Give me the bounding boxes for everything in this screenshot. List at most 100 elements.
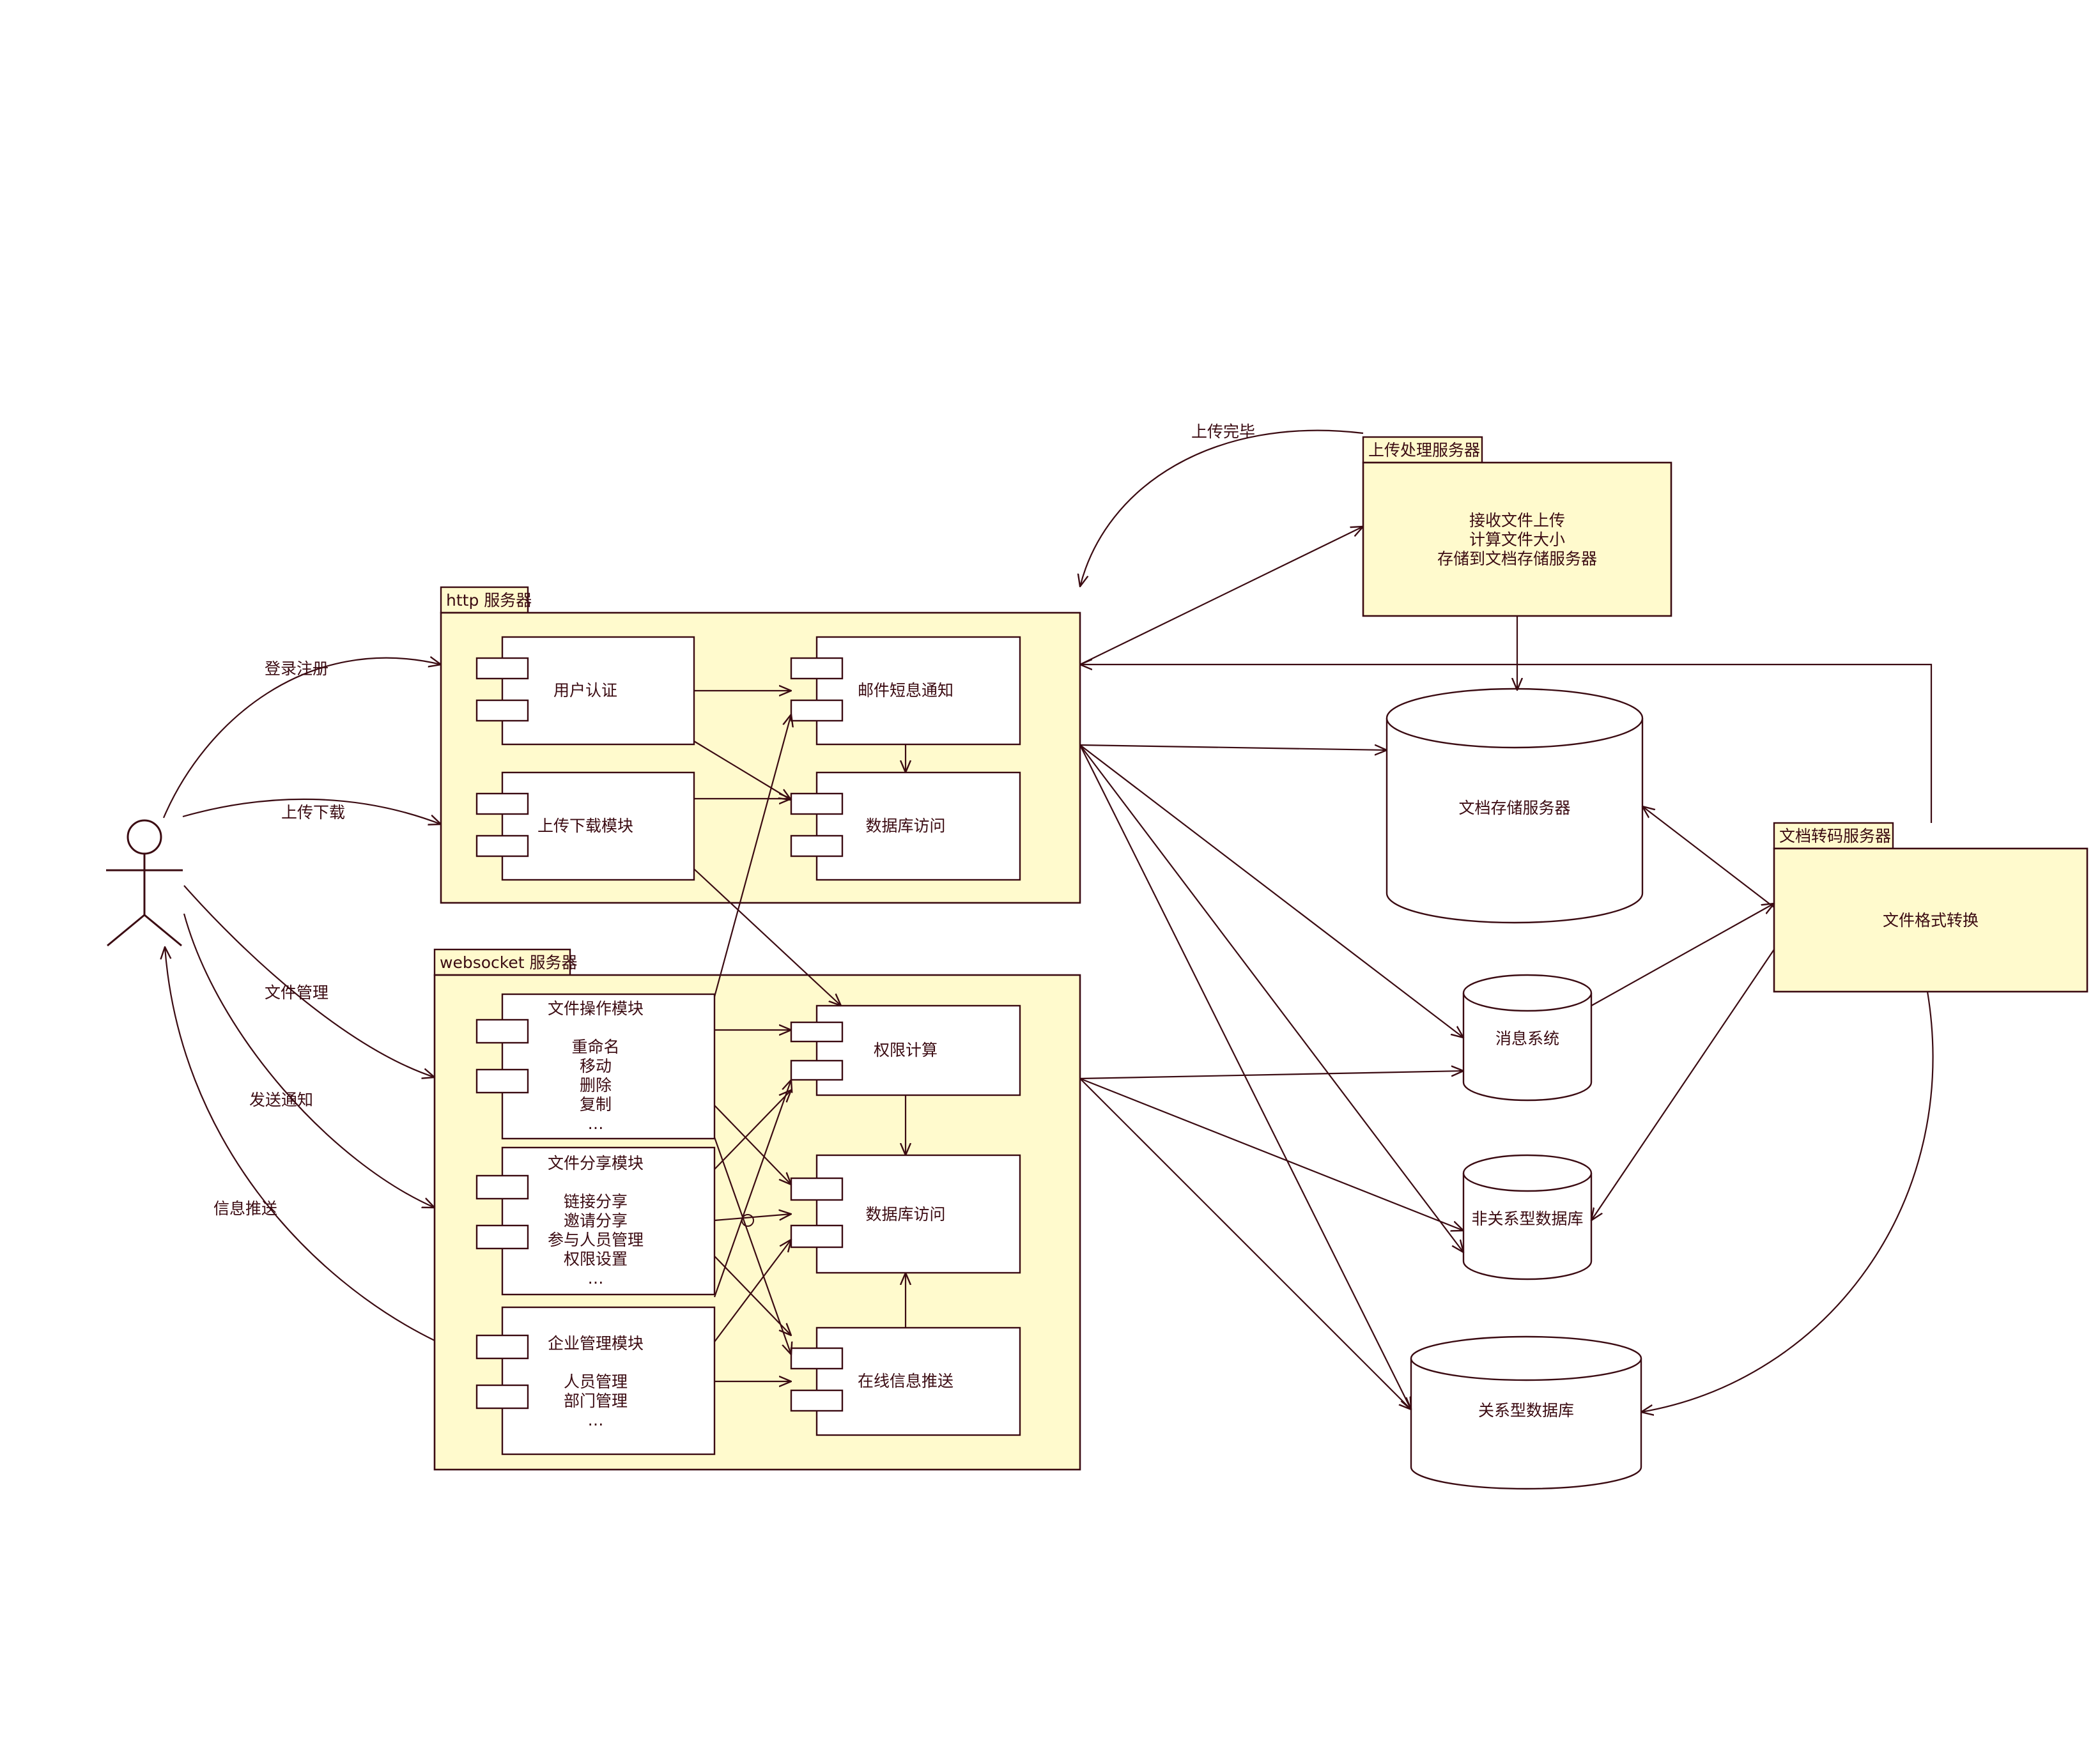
component-label: 企业管理模块 <box>548 1334 644 1353</box>
component-port <box>790 657 844 680</box>
db-label: 非关系型数据库 <box>1471 1210 1583 1228</box>
upload-server-box <box>1362 461 1672 617</box>
edge-ent-perm <box>713 1080 791 1298</box>
component-port <box>790 792 844 815</box>
component-port <box>475 1384 529 1410</box>
component-port <box>475 792 529 815</box>
component-file-ops[interactable]: 文件操作模块 重命名 移动 删除 复制 … <box>475 993 716 1140</box>
component-port <box>790 1389 844 1412</box>
edge-share-perm <box>714 1090 791 1170</box>
component-box <box>815 1326 1021 1436</box>
edge-updown <box>182 798 441 824</box>
component-online-push[interactable]: 在线信息推送 <box>790 1326 1021 1436</box>
component-box <box>501 636 695 746</box>
db-message-system[interactable]: 消息系统 <box>1462 974 1593 1102</box>
edge-transcode-nosql <box>1591 949 1775 1220</box>
actor-leg-left <box>107 914 145 947</box>
component-box <box>501 771 695 881</box>
upload-server-line-1: 接收文件上传 <box>1469 511 1565 530</box>
component-user-auth[interactable]: 用户认证 <box>475 636 695 746</box>
edge-updown-perm <box>693 868 841 1006</box>
component-detail: 权限设置 <box>564 1250 628 1268</box>
websocket-server-title: websocket 服务器 <box>440 953 577 972</box>
edge-fileops-push <box>713 1137 791 1355</box>
db-nosql[interactable]: 非关系型数据库 <box>1462 1154 1593 1280</box>
edge-junction <box>741 1214 754 1227</box>
edge-ws-relational <box>1079 1078 1411 1410</box>
db-label: 文档存储服务器 <box>1458 799 1570 817</box>
edge-label-upload-done: 上传完毕 <box>1191 422 1255 441</box>
component-label: 邮件短息通知 <box>858 681 953 700</box>
edge-share-push <box>714 1256 791 1335</box>
component-box <box>815 771 1021 881</box>
edge-label-updown: 上传下载 <box>281 803 345 822</box>
edge-auth-db <box>693 741 791 800</box>
db-label: 关系型数据库 <box>1478 1401 1574 1420</box>
transcode-server-line-1: 文件格式转换 <box>1883 911 1979 930</box>
db-doc-storage[interactable]: 文档存储服务器 <box>1386 688 1644 924</box>
component-detail: 链接分享 <box>564 1192 628 1211</box>
component-detail: … <box>588 1114 604 1133</box>
component-db-access-http[interactable]: 数据库访问 <box>790 771 1021 881</box>
upload-server-container[interactable]: 上传处理服务器 接收文件上传 计算文件大小 存储到文档存储服务器 <box>1362 436 1672 617</box>
edge-info-push <box>165 947 435 1341</box>
component-label: 在线信息推送 <box>858 1372 953 1390</box>
edge-ws-nosql <box>1079 1077 1463 1231</box>
component-mail-sms[interactable]: 邮件短息通知 <box>790 636 1021 746</box>
component-port <box>790 1224 844 1249</box>
edge-http-relational <box>1079 744 1411 1410</box>
cylinder-body <box>1386 718 1644 924</box>
cylinder-body <box>1462 1173 1593 1280</box>
edge-ws-message <box>1079 1071 1463 1080</box>
edge-upload-done <box>1080 429 1364 587</box>
component-port <box>790 1021 844 1043</box>
component-box <box>501 1146 716 1296</box>
edge-label-info-push: 信息推送 <box>213 1199 277 1218</box>
db-label: 消息系统 <box>1495 1029 1559 1048</box>
websocket-server-tab <box>433 948 571 976</box>
component-detail: 人员管理 <box>564 1372 628 1391</box>
component-detail: 复制 <box>580 1095 612 1114</box>
component-detail: 删除 <box>580 1076 612 1095</box>
component-port <box>475 657 529 680</box>
component-port <box>475 699 529 722</box>
db-relational[interactable]: 关系型数据库 <box>1410 1335 1642 1490</box>
cylinder-top <box>1462 1154 1593 1192</box>
edge-send-notify <box>183 913 435 1208</box>
component-file-share[interactable]: 文件分享模块 链接分享 邀请分享 参与人员管理 权限设置 … <box>475 1146 716 1296</box>
component-box <box>815 1154 1021 1274</box>
component-permission-calc[interactable]: 权限计算 <box>790 1004 1021 1096</box>
cylinder-body <box>1462 993 1593 1102</box>
component-label: 文件分享模块 <box>548 1154 644 1172</box>
component-detail: … <box>588 1269 604 1287</box>
edge-transcode-storage <box>1642 806 1775 908</box>
edge-message-transcode <box>1591 903 1774 1006</box>
upload-server-title: 上传处理服务器 <box>1368 441 1480 459</box>
transcode-server-container[interactable]: 文档转码服务器 文件格式转换 <box>1773 822 2088 993</box>
cylinder-top <box>1410 1335 1642 1381</box>
component-box <box>501 993 716 1140</box>
transcode-server-title: 文档转码服务器 <box>1779 827 1891 845</box>
transcode-server-tab <box>1773 822 1894 850</box>
cylinder-body <box>1410 1358 1642 1490</box>
component-enterprise[interactable]: 企业管理模块 人员管理 部门管理 … <box>475 1306 716 1456</box>
edge-http-nosql <box>1079 744 1463 1252</box>
upload-server-line-2: 计算文件大小 <box>1469 530 1565 549</box>
edge-label-file-mgmt: 文件管理 <box>265 983 328 1002</box>
edge-transcode-http <box>1080 665 1933 823</box>
component-upload-download[interactable]: 上传下载模块 <box>475 771 695 881</box>
component-detail: 部门管理 <box>564 1392 628 1410</box>
edges-ws-internal <box>713 1030 906 1381</box>
component-label: 用户认证 <box>553 681 617 700</box>
actor-head <box>127 819 162 855</box>
component-label: 文件操作模块 <box>548 999 644 1018</box>
edge-label-login: 登录注册 <box>265 659 328 678</box>
user-actor[interactable] <box>106 819 183 947</box>
component-db-access-ws[interactable]: 数据库访问 <box>790 1154 1021 1274</box>
component-port <box>475 834 529 857</box>
component-port <box>475 1224 529 1250</box>
edge-login <box>162 658 441 818</box>
edges-backend: 上传完毕 <box>1079 422 1934 1412</box>
